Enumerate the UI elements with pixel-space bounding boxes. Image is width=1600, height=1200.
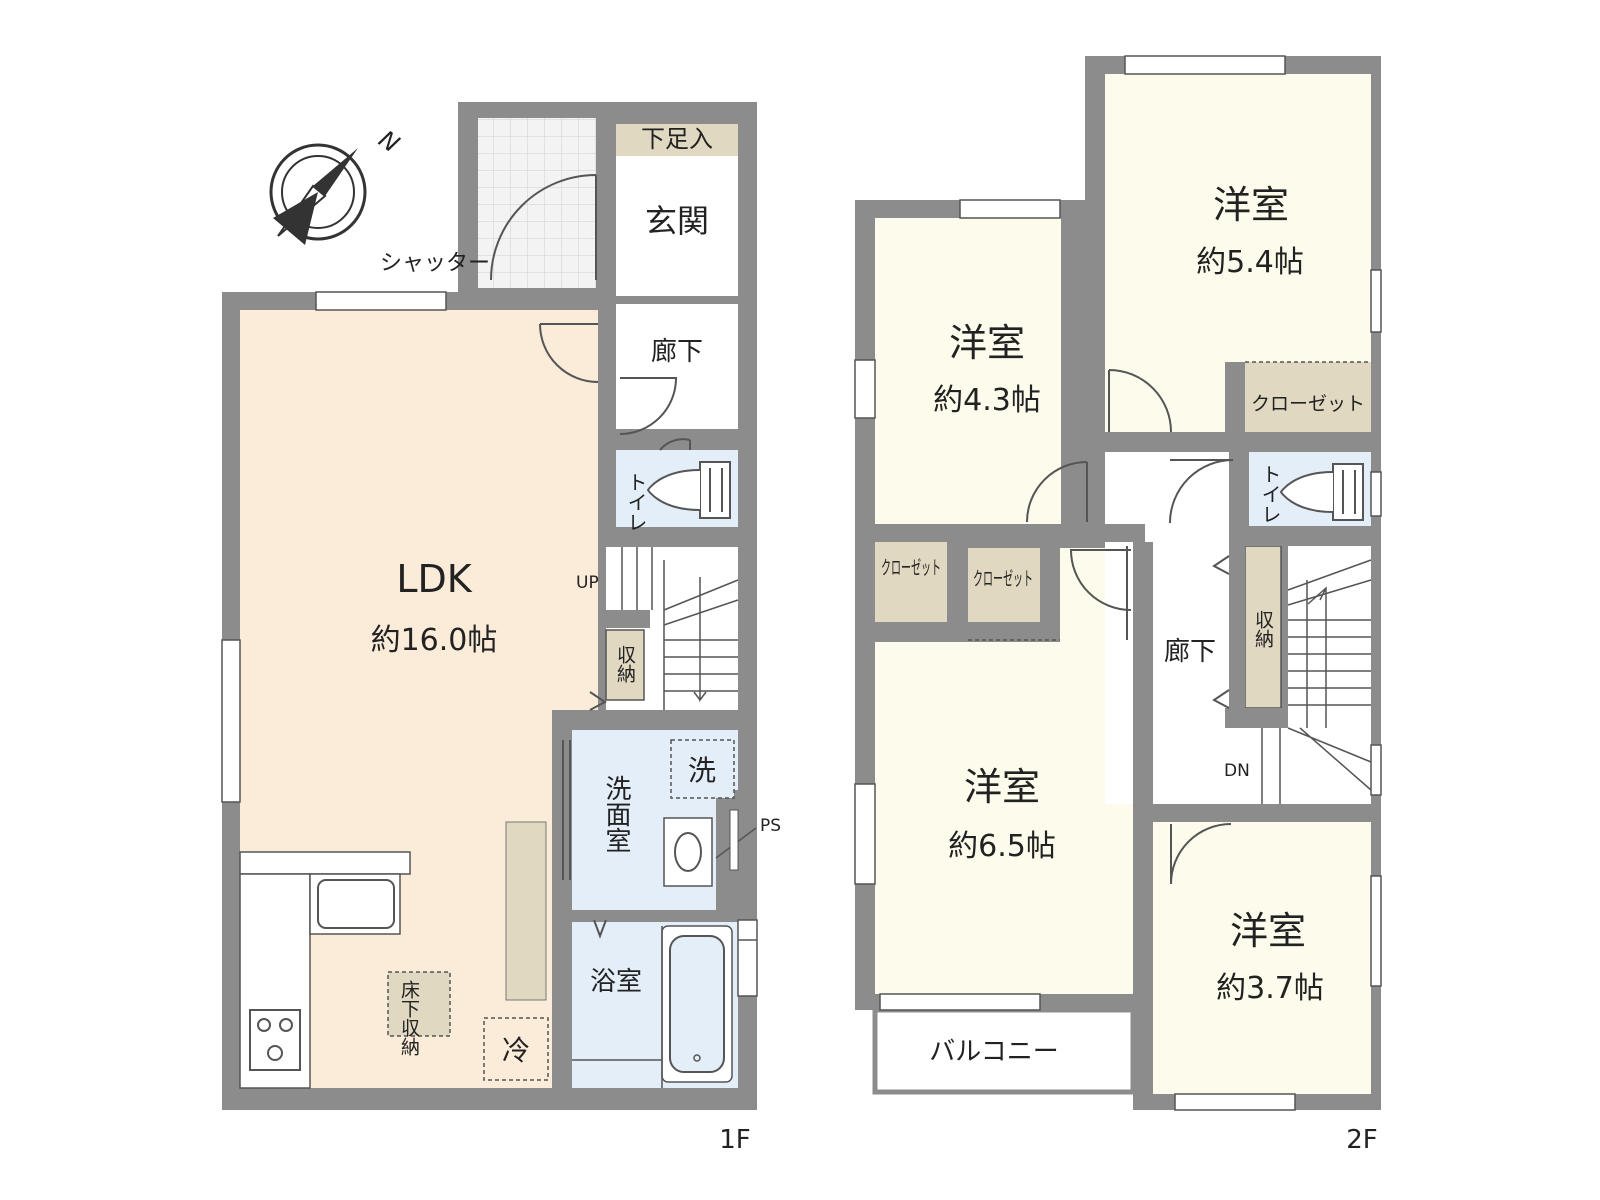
- shutter-label: シャッター: [380, 251, 490, 276]
- window-2f-nw-west: [854, 359, 876, 419]
- balcony-label: バルコニー: [929, 1037, 1058, 1067]
- door-ne-icon: [1108, 369, 1172, 433]
- compass: N: [269, 125, 405, 245]
- fridge-label: 冷: [502, 1034, 530, 1067]
- washer-label: 洗: [688, 754, 716, 787]
- stair-treads-2f: [1261, 559, 1372, 804]
- floor-1: シャッター 下足入 玄関 廊下 トイレ LDK 約16.0帖 UP 収納 洗面室…: [221, 102, 781, 1155]
- ldk-name: LDK: [396, 557, 472, 601]
- north-arrow-icon: [313, 148, 358, 196]
- hall-label-1f: 廊下: [651, 337, 703, 367]
- fridge-space: [483, 1017, 549, 1081]
- closet-b: [968, 548, 1040, 622]
- room-ne-size: 約5.4帖: [1196, 245, 1304, 280]
- stair-treads-1f: [621, 547, 739, 710]
- up-label: UP: [576, 573, 599, 593]
- storage-1f: [605, 629, 645, 701]
- window-1f-north: [315, 291, 447, 311]
- hall-door-icon: [619, 377, 678, 435]
- room-ne-name: 洋室: [1213, 183, 1289, 227]
- underfloor-storage: [387, 971, 451, 1037]
- window-1f-bath: [737, 919, 758, 997]
- window-1f-west: [221, 639, 241, 803]
- room-sw-size: 約6.5帖: [948, 829, 1056, 864]
- floor-2: 洋室 約5.4帖 クローゼット 洋室 約4.3帖 クローゼット クローゼット ト…: [854, 55, 1382, 1155]
- room-nw-name: 洋室: [949, 321, 1025, 365]
- toilet-label-2f: トイレ: [1258, 464, 1282, 524]
- closet-ne-label: クローゼット: [1251, 393, 1365, 415]
- closet-ne: [1245, 362, 1371, 432]
- shoe-storage: [616, 124, 738, 156]
- ldk-door-icon: [539, 323, 599, 383]
- door-se-icon: [1170, 823, 1232, 885]
- kitchen-counter: [239, 851, 411, 875]
- hall-label-2f: 廊下: [1164, 637, 1216, 667]
- washroom-label: 洗面室: [601, 775, 631, 853]
- closet-a-label: クローゼット: [881, 557, 941, 579]
- storage-label-1f: 収納: [614, 645, 636, 683]
- window-2f-ne-east: [1370, 269, 1382, 333]
- door-hall-icon: [1169, 459, 1234, 524]
- entrance-door-icon: [490, 174, 597, 281]
- window-2f-se-south: [1174, 1093, 1296, 1111]
- room-nw: [875, 218, 1061, 524]
- north-label: N: [374, 125, 405, 158]
- toilet-label-1f: トイレ: [624, 472, 648, 532]
- toilet-icon-1f: [646, 461, 731, 519]
- underfloor-label: 床下収納: [398, 980, 420, 1056]
- storage-label-2f: 収納: [1252, 610, 1274, 648]
- shoe-storage-label: 下足入: [641, 125, 713, 153]
- genkan-label: 玄関: [645, 202, 709, 240]
- window-2f-sw-west: [854, 783, 876, 885]
- genkan-room: [616, 156, 738, 296]
- closet-a: [875, 530, 947, 622]
- room-nw-size: 約4.3帖: [933, 383, 1041, 418]
- ps-label: PS: [760, 816, 781, 836]
- closet-b-label: クローゼット: [973, 568, 1033, 590]
- bath-label: 浴室: [590, 967, 642, 997]
- washer-space: [670, 739, 735, 799]
- window-2f-nw-north: [959, 199, 1061, 219]
- ldk-size: 約16.0帖: [371, 623, 498, 658]
- room-sw-name: 洋室: [964, 765, 1040, 809]
- toilet-door-icon: [659, 438, 691, 451]
- room-se-name: 洋室: [1230, 909, 1306, 953]
- room-se-size: 約3.7帖: [1216, 971, 1324, 1006]
- dn-label: DN: [1224, 761, 1250, 781]
- porch-tile: [478, 118, 596, 288]
- room-sw: [875, 642, 1133, 994]
- window-2f-ne-north: [1124, 55, 1286, 75]
- window-2f-stairs: [1370, 744, 1382, 796]
- room-se: [1153, 822, 1371, 1094]
- window-2f-toilet: [1370, 471, 1382, 517]
- floor1-label: 1F: [719, 1125, 751, 1155]
- door-nw-icon: [1026, 461, 1088, 523]
- floor2-label: 2F: [1346, 1125, 1378, 1155]
- wash-basin-icon: [663, 817, 713, 887]
- toilet-icon-2f: [1279, 463, 1364, 521]
- window-2f-sw-south: [879, 993, 1041, 1011]
- kitchen-sink-icon: [317, 879, 395, 929]
- hall-room: [616, 304, 738, 429]
- door-sw-icon: [1069, 549, 1132, 611]
- kitchen-cupboard: [505, 821, 547, 1001]
- window-2f-se-east: [1370, 875, 1382, 987]
